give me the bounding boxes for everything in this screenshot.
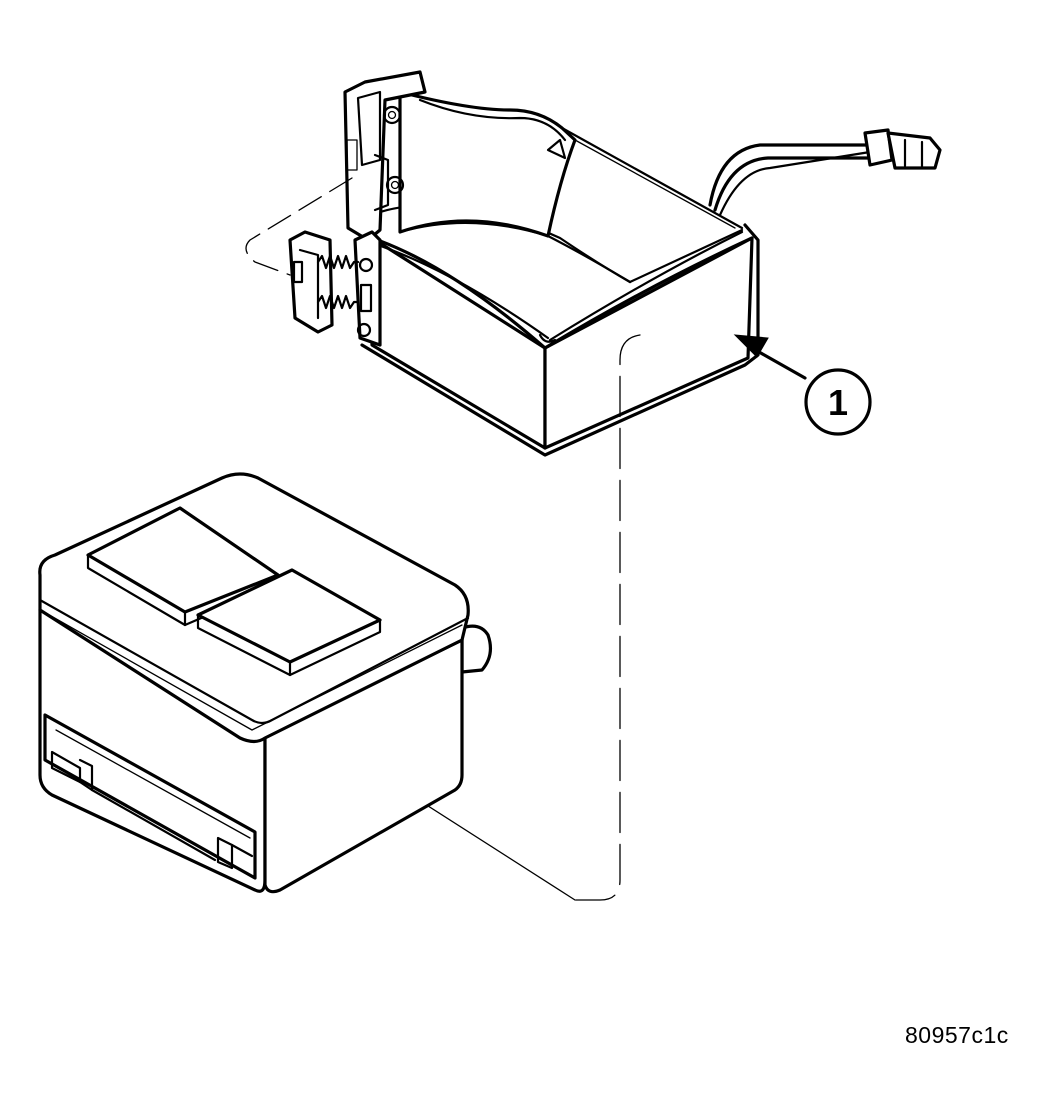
callout-label: 1 bbox=[828, 382, 848, 423]
hold-down-clip bbox=[288, 230, 360, 334]
installation-leader-line bbox=[574, 334, 641, 901]
battery bbox=[38, 472, 493, 894]
callout-1: 1 bbox=[733, 334, 872, 436]
clip-leader-line bbox=[245, 177, 353, 276]
battery-tray bbox=[343, 70, 942, 457]
callout-circle bbox=[804, 368, 872, 436]
callout-arrowhead bbox=[733, 334, 769, 358]
figure-id: 80957c1c bbox=[905, 1022, 1009, 1048]
callout-arrow bbox=[750, 346, 807, 380]
